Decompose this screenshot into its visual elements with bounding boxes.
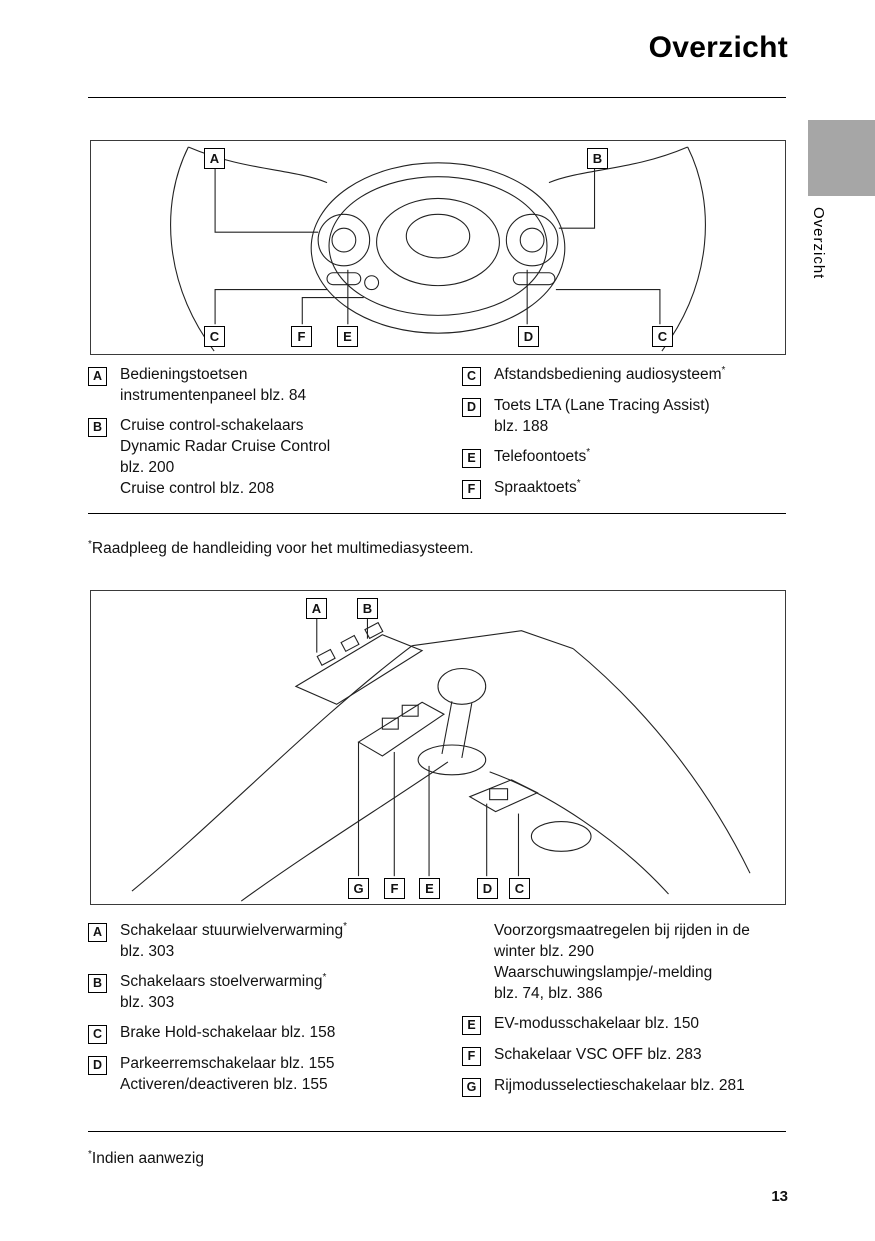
center-console-figure: A B G F E D C: [90, 590, 786, 905]
callout-B: B: [587, 148, 608, 169]
callout-E: E: [337, 326, 358, 347]
callout-A: A: [204, 148, 225, 169]
callout-key-E: E: [462, 449, 481, 468]
legend-key-cell: F: [462, 1044, 494, 1066]
callout-key-F: F: [462, 480, 481, 499]
legend-text: Telefoontoets*: [494, 446, 591, 465]
legend-item: E Telefoontoets*: [462, 446, 788, 468]
legend-item: F Schakelaar VSC OFF blz. 283: [462, 1044, 788, 1066]
legend-item: C Afstandsbediening audiosysteem*: [462, 364, 788, 386]
legend-key-cell: D: [462, 395, 494, 417]
legend-key-cell: C: [88, 1022, 120, 1044]
page-number: 13: [771, 1188, 788, 1205]
callout-F: F: [291, 326, 312, 347]
callout-key-B: B: [88, 974, 107, 993]
callout-G: G: [348, 878, 369, 899]
legend2-left-column: A Schakelaar stuurwielverwarming*blz. 303…: [88, 920, 450, 1095]
legend-key-cell: D: [88, 1053, 120, 1075]
callout-key-A: A: [88, 923, 107, 942]
legend-item: D Toets LTA (Lane Tracing Assist)blz. 188: [462, 395, 788, 437]
callout-B: B: [357, 598, 378, 619]
steering-wheel-illustration: [170, 146, 706, 352]
legend-item: C Brake Hold-schakelaar blz. 158: [88, 1022, 450, 1044]
callout-E: E: [419, 878, 440, 899]
callout-F: F: [384, 878, 405, 899]
section-tab-marker: [808, 120, 875, 196]
legend-text: Rijmodusselectieschakelaar blz. 281: [494, 1077, 745, 1094]
legend-key-cell: C: [462, 364, 494, 386]
footnote-multimedia: *Raadpleeg de handleiding voor het multi…: [88, 538, 474, 557]
callout-C-left: C: [204, 326, 225, 347]
legend-key-cell: B: [88, 971, 120, 993]
section-label-vertical: Overzicht: [810, 207, 827, 280]
callout-key-F: F: [462, 1047, 481, 1066]
legend-text: Schakelaars stoelverwarming*blz. 303: [120, 971, 327, 1011]
legend-text: EV-modusschakelaar blz. 150: [494, 1015, 700, 1032]
legend-key-cell: E: [462, 446, 494, 468]
callout-key-E: E: [462, 1016, 481, 1035]
legend-text: Brake Hold-schakelaar blz. 158: [120, 1024, 336, 1041]
callout-key-B: B: [88, 418, 107, 437]
legend-item: G Rijmodusselectieschakelaar blz. 281: [462, 1075, 788, 1097]
callout-key-D: D: [462, 398, 481, 417]
callout-key-C: C: [88, 1025, 107, 1044]
header-divider: [88, 97, 786, 98]
footer-divider: [88, 1131, 786, 1132]
page-title: Overzicht: [648, 31, 788, 64]
legend-key-cell: [462, 920, 494, 921]
callout-key-A: A: [88, 367, 107, 386]
callout-D: D: [518, 326, 539, 347]
steering-wheel-figure: A B C F E D C: [90, 140, 786, 355]
footnote-if-equipped: *Indien aanwezig: [88, 1148, 204, 1167]
legend-item: E EV-modusschakelaar blz. 150: [462, 1013, 788, 1035]
legend-text: Schakelaar stuurwielverwarming*blz. 303: [120, 920, 348, 960]
legend-text: Spraaktoets*: [494, 477, 581, 496]
legend-item: F Spraaktoets*: [462, 477, 788, 499]
legend-text: Toets LTA (Lane Tracing Assist)blz. 188: [494, 397, 710, 435]
section-divider: [88, 513, 786, 514]
legend-text: Schakelaar VSC OFF blz. 283: [494, 1046, 702, 1063]
legend-key-cell: F: [462, 477, 494, 499]
callout-A: A: [306, 598, 327, 619]
legend1-right-column: C Afstandsbediening audiosysteem* D Toets L…: [462, 364, 788, 499]
legend-key-cell: B: [88, 415, 120, 437]
legend-item: A Schakelaar stuurwielverwarming*blz. 303: [88, 920, 450, 962]
callout-D: D: [477, 878, 498, 899]
callout-key-D: D: [88, 1056, 107, 1075]
legend-key-cell: E: [462, 1013, 494, 1035]
legend-key-cell: G: [462, 1075, 494, 1097]
legend-text: Afstandsbediening audiosysteem*: [494, 364, 726, 383]
callout-key-G: G: [462, 1078, 481, 1097]
legend-key-cell: A: [88, 364, 120, 386]
legend-item: B Schakelaars stoelverwarming*blz. 303: [88, 971, 450, 1013]
callout-C-right: C: [652, 326, 673, 347]
callout-key-C: C: [462, 367, 481, 386]
center-console-illustration: [131, 618, 751, 902]
legend-key-cell: A: [88, 920, 120, 942]
callout-C: C: [509, 878, 530, 899]
